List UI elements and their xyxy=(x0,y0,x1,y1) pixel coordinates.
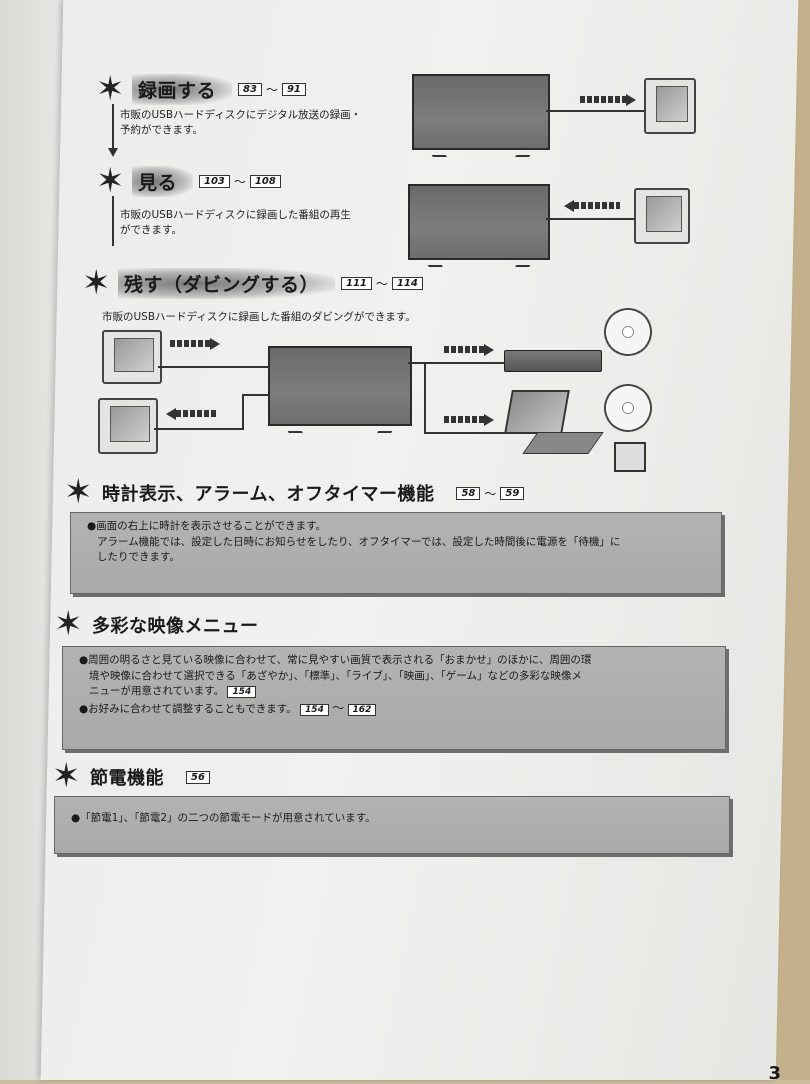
laptop-keyboard xyxy=(522,432,604,454)
cable xyxy=(546,218,646,220)
page-number: 3 xyxy=(768,1063,781,1084)
eco-heading: 節電機能 56 xyxy=(52,762,210,792)
flow-line xyxy=(112,196,114,246)
picture-heading: 多彩な映像メニュー xyxy=(54,610,275,640)
ref-from: 83 xyxy=(238,83,262,96)
tv-illustration xyxy=(268,346,412,433)
clock-heading: 時計表示、アラーム、オフタイマー機能 58 ～ 59 xyxy=(64,478,525,508)
cable xyxy=(424,432,514,434)
star-burst-icon xyxy=(52,762,82,792)
tv-illustration xyxy=(412,74,550,157)
star-burst-icon xyxy=(82,269,112,299)
usb-hdd-illustration xyxy=(634,188,690,244)
arrow-down-icon xyxy=(108,148,118,157)
usb-hdd-illustration xyxy=(98,398,158,454)
arrow-right-icon xyxy=(444,413,494,426)
recorder-illustration xyxy=(504,350,602,372)
tv-illustration xyxy=(408,184,550,267)
usb-hdd-illustration xyxy=(644,78,696,134)
record-heading: 録画する 83 ～ 91 xyxy=(96,74,306,105)
cable xyxy=(424,362,426,434)
clock-title: 時計表示、アラーム、オフタイマー機能 xyxy=(102,484,435,505)
star-burst-icon xyxy=(54,610,84,640)
arrow-left-icon xyxy=(564,199,620,212)
eco-title: 節電機能 xyxy=(90,768,164,789)
cable xyxy=(242,394,244,430)
watch-title: 見る xyxy=(132,166,194,197)
star-burst-icon xyxy=(96,167,126,197)
sd-card-icon xyxy=(614,442,646,472)
cable xyxy=(408,362,508,364)
dubbing-description: 市販のUSBハードディスクに録画した番組のダビングができます。 xyxy=(102,311,416,323)
eco-info-box: ●「節電1」、「節電2」の二つの節電モードが用意されています。 xyxy=(54,796,730,854)
cable xyxy=(546,110,646,112)
cable xyxy=(242,394,268,396)
dubbing-page-ref: 111 ～ 114 xyxy=(341,275,423,292)
star-burst-icon xyxy=(64,478,94,508)
watch-page-ref: 103 ～ 108 xyxy=(199,173,281,190)
arrow-right-icon xyxy=(170,337,220,350)
dubbing-title: 残す（ダビングする） xyxy=(118,268,336,299)
laptop-illustration xyxy=(504,390,570,434)
usb-hdd-illustration xyxy=(102,330,162,384)
watch-description: 市販のUSBハードディスクに録画した番組の再生 ができます。 xyxy=(120,209,351,236)
clock-info-box: ●画面の右上に時計を表示させることができます。 アラーム機能では、設定した日時に… xyxy=(70,512,722,594)
disc-icon xyxy=(604,308,652,356)
clock-page-ref: 58 ～ 59 xyxy=(456,485,525,502)
record-page-ref: 83 ～ 91 xyxy=(238,81,306,98)
record-title: 録画する xyxy=(132,74,233,105)
picture-info-box: ●周囲の明るさと見ている映像に合わせて、常に見やすい画質で表示される「おまかせ」… xyxy=(62,646,726,750)
arrow-left-icon xyxy=(166,407,216,420)
star-burst-icon xyxy=(96,75,126,105)
arrow-right-icon xyxy=(444,343,494,356)
record-description: 市販のUSBハードディスクにデジタル放送の録画・ 予約ができます。 xyxy=(120,109,362,136)
watch-heading: 見る 103 ～ 108 xyxy=(96,166,281,197)
cable xyxy=(158,366,268,368)
arrow-right-icon xyxy=(580,93,636,106)
picture-title: 多彩な映像メニュー xyxy=(92,616,259,637)
flow-line xyxy=(112,104,114,150)
disc-icon xyxy=(604,384,652,432)
ref-to: 91 xyxy=(281,83,306,96)
eco-page-ref: 56 xyxy=(186,770,210,784)
manual-page: 録画する 83 ～ 91 市販のUSBハードディスクにデジタル放送の録画・ 予約… xyxy=(40,0,799,1084)
dubbing-heading: 残す（ダビングする） 111 ～ 114 xyxy=(82,268,423,299)
cable xyxy=(154,428,244,430)
